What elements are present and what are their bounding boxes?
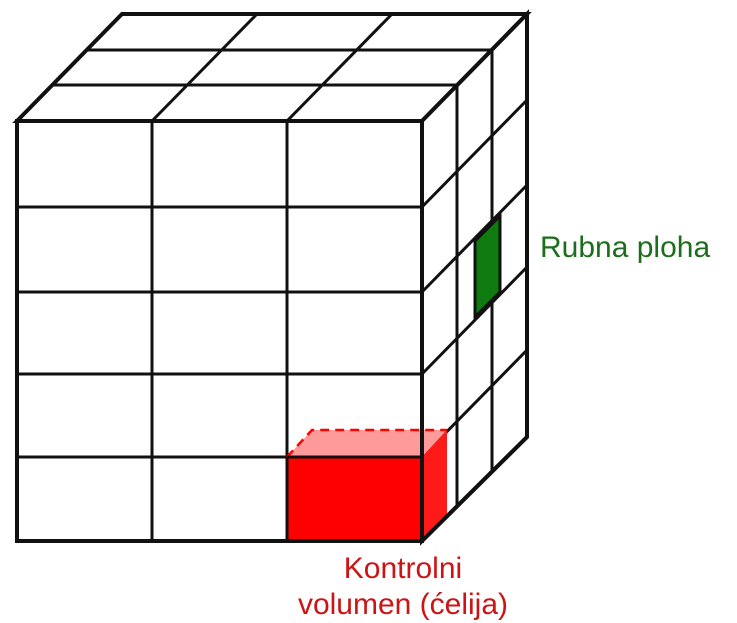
control-volume-label-line2: volumen (ćelija) xyxy=(297,588,509,621)
control-volume-top xyxy=(287,430,447,457)
top-face-grid xyxy=(52,12,492,123)
control-volume-side xyxy=(422,430,447,541)
cube-mesh xyxy=(12,9,532,546)
control-volume-front xyxy=(287,457,422,541)
boundary-face-highlight xyxy=(473,212,502,321)
front-face-grid xyxy=(17,121,422,541)
control-volume-label-line1: Kontrolni xyxy=(343,552,463,585)
control-volume-hidden-edge xyxy=(286,428,447,458)
control-volume-outline xyxy=(17,14,529,543)
boundary-face-label: Rubna ploha xyxy=(540,231,711,264)
